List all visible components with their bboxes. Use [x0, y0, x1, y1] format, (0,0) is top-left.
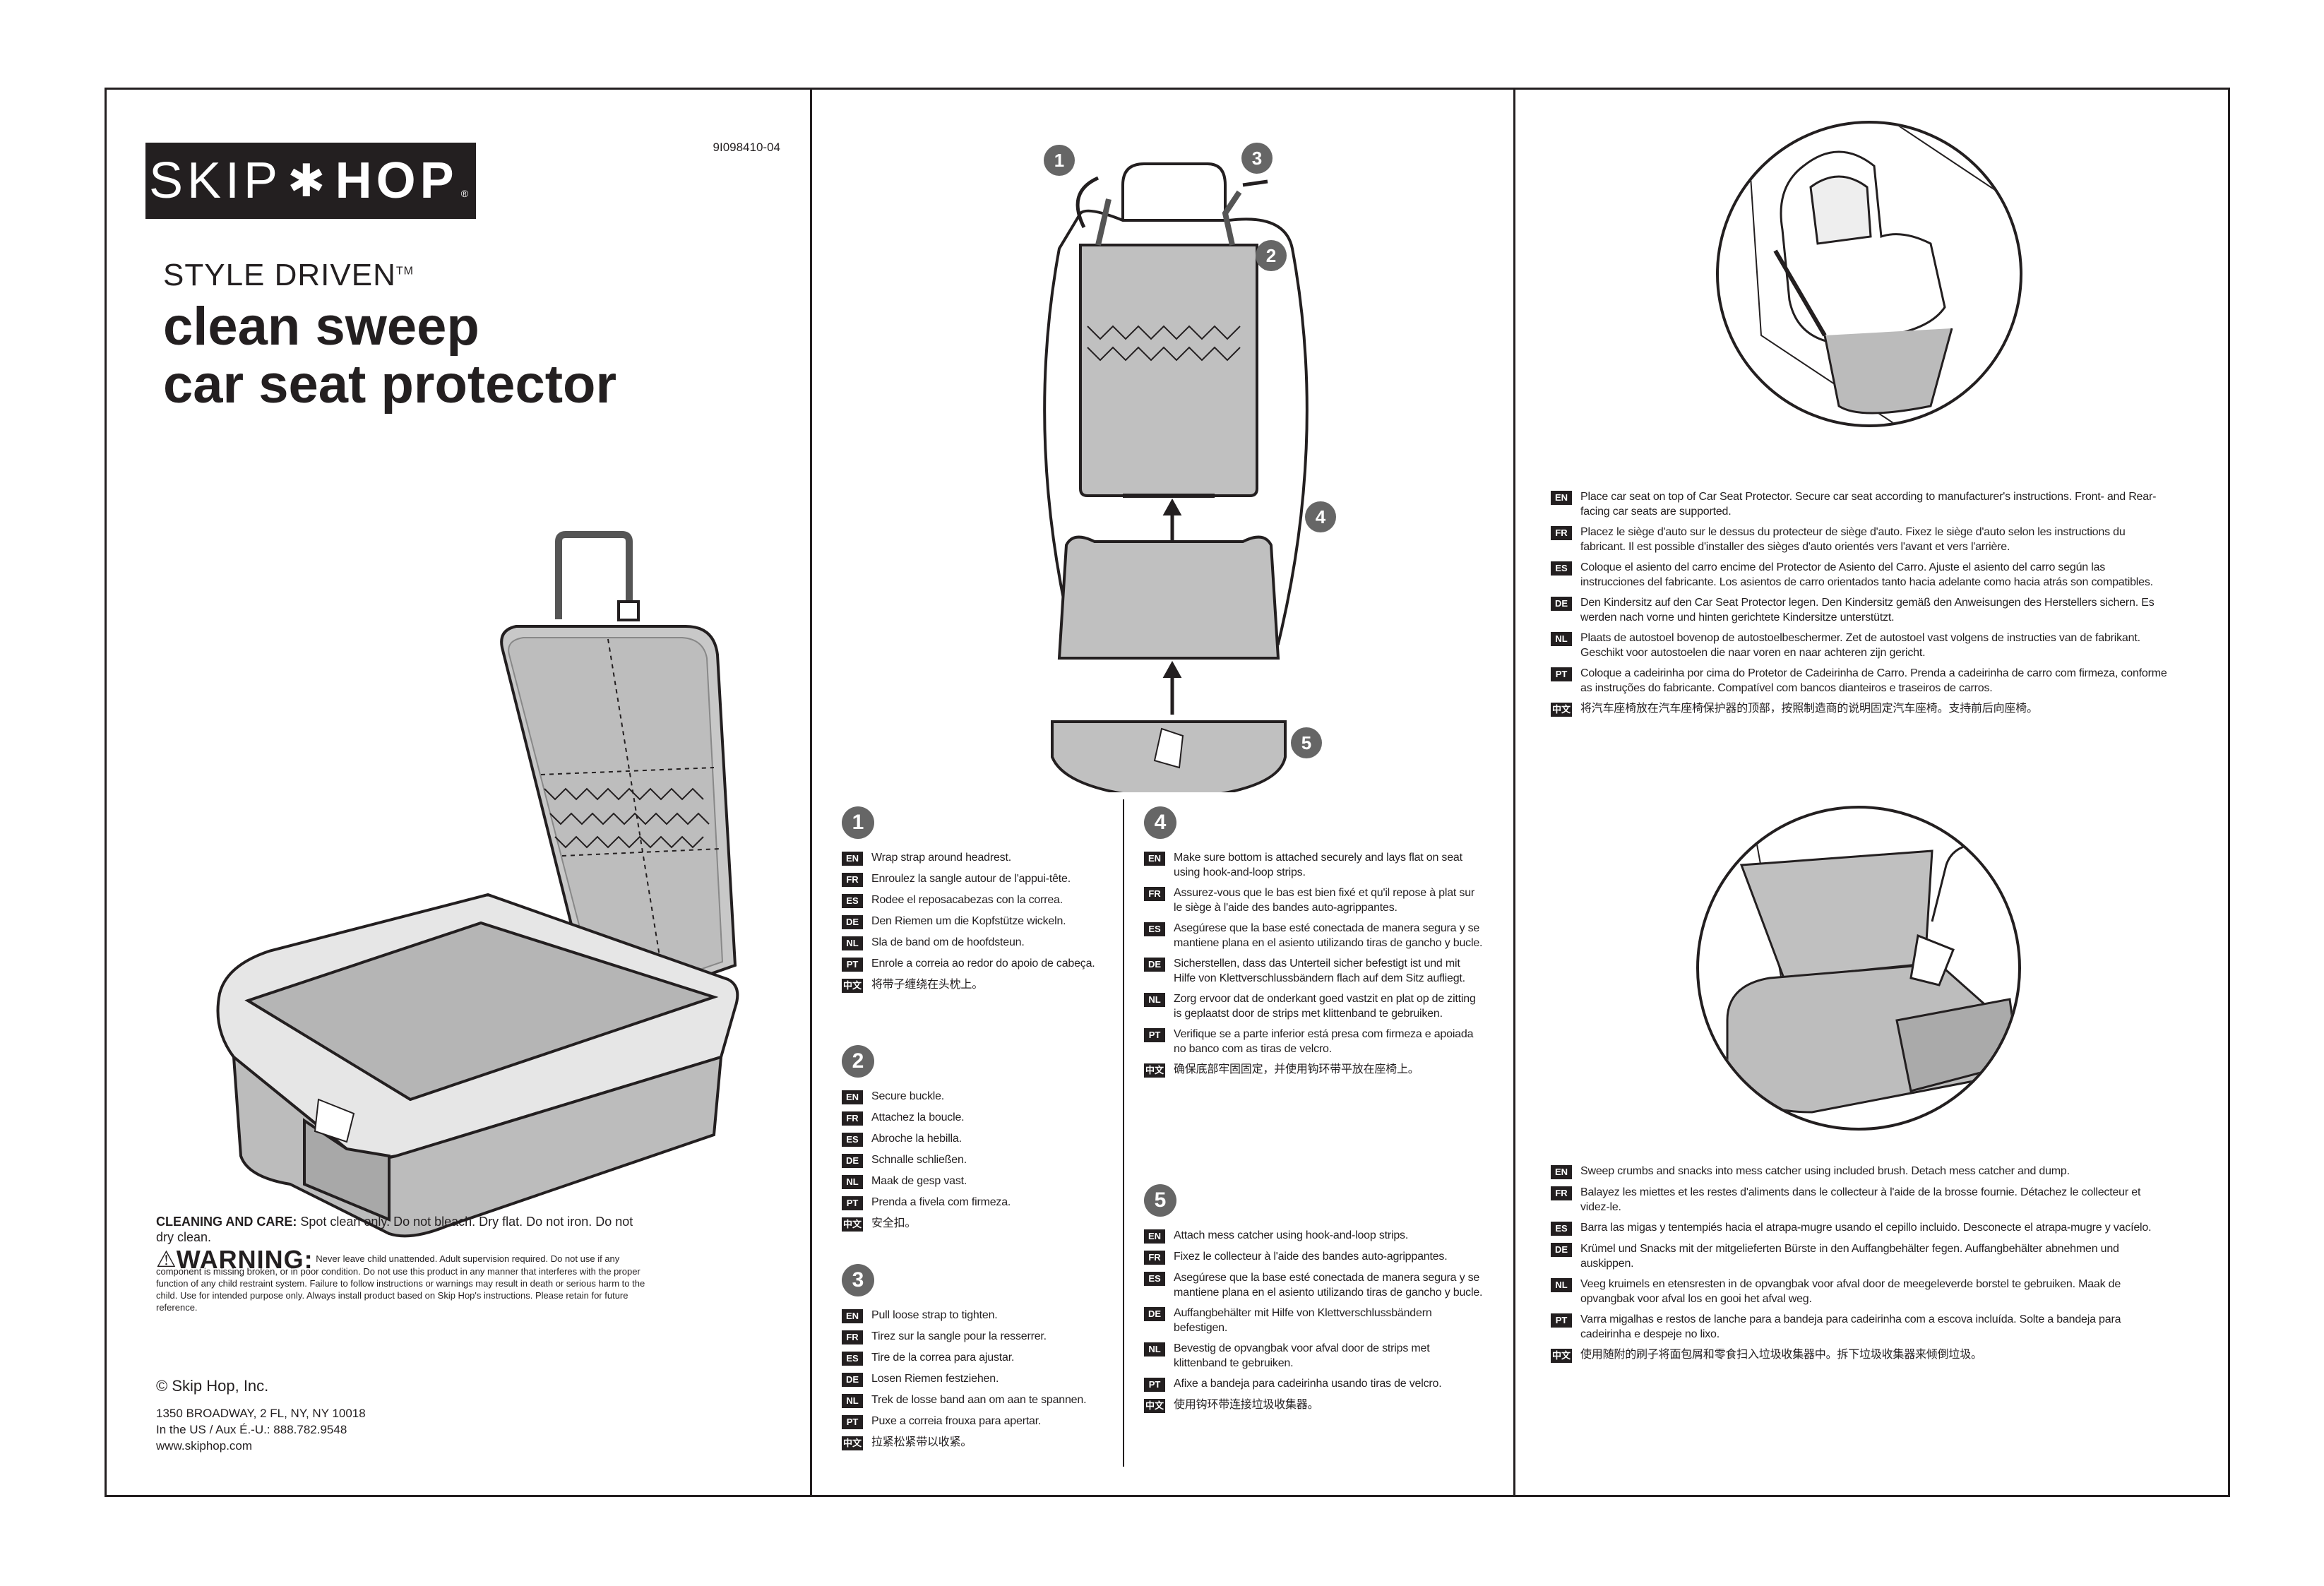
step-number: 2: [842, 1045, 874, 1078]
part-number: 9I098410-04: [713, 141, 780, 154]
panel-divider: [1513, 88, 1515, 1497]
step-number: 5: [1144, 1184, 1176, 1217]
cleaning-care-text: CLEANING AND CARE: Spot clean only. Do n…: [156, 1215, 633, 1244]
brand-logo: SKIP✱HOP®: [145, 143, 476, 219]
copyright: © Skip Hop, Inc.: [156, 1377, 269, 1395]
panel-divider: [810, 88, 812, 1497]
product-line: STYLE DRIVENTM: [163, 258, 414, 292]
installation-diagram: 1 2 3 4 5: [1043, 143, 1336, 792]
instruction-sheet: [105, 88, 2230, 1497]
sweeping-illustration: [1696, 806, 2021, 1131]
step-number: 1: [842, 806, 874, 839]
diagram-label: 4: [1316, 506, 1326, 527]
diagram-label: 5: [1301, 732, 1311, 753]
product-illustration: [216, 531, 739, 1238]
asterisk-icon: ✱: [287, 155, 330, 206]
product-title: clean sweep car seat protector: [163, 297, 617, 415]
step-number: 4: [1144, 806, 1176, 839]
diagram-label: 3: [1252, 148, 1262, 169]
company-address: 1350 BROADWAY, 2 FL, NY, NY 10018 In the…: [156, 1407, 366, 1453]
diagram-label: 2: [1266, 245, 1276, 266]
step-number: 3: [842, 1264, 874, 1296]
car-seat-illustration: [1716, 121, 2022, 427]
diagram-label: 1: [1054, 150, 1064, 171]
cover-panel: SKIP✱HOP® 9I098410-04 STYLE DRIVENTM cle…: [107, 90, 809, 1495]
column-divider: [1123, 799, 1124, 1467]
warning-block: ⚠WARNING: Never leave child unattended. …: [156, 1245, 645, 1313]
